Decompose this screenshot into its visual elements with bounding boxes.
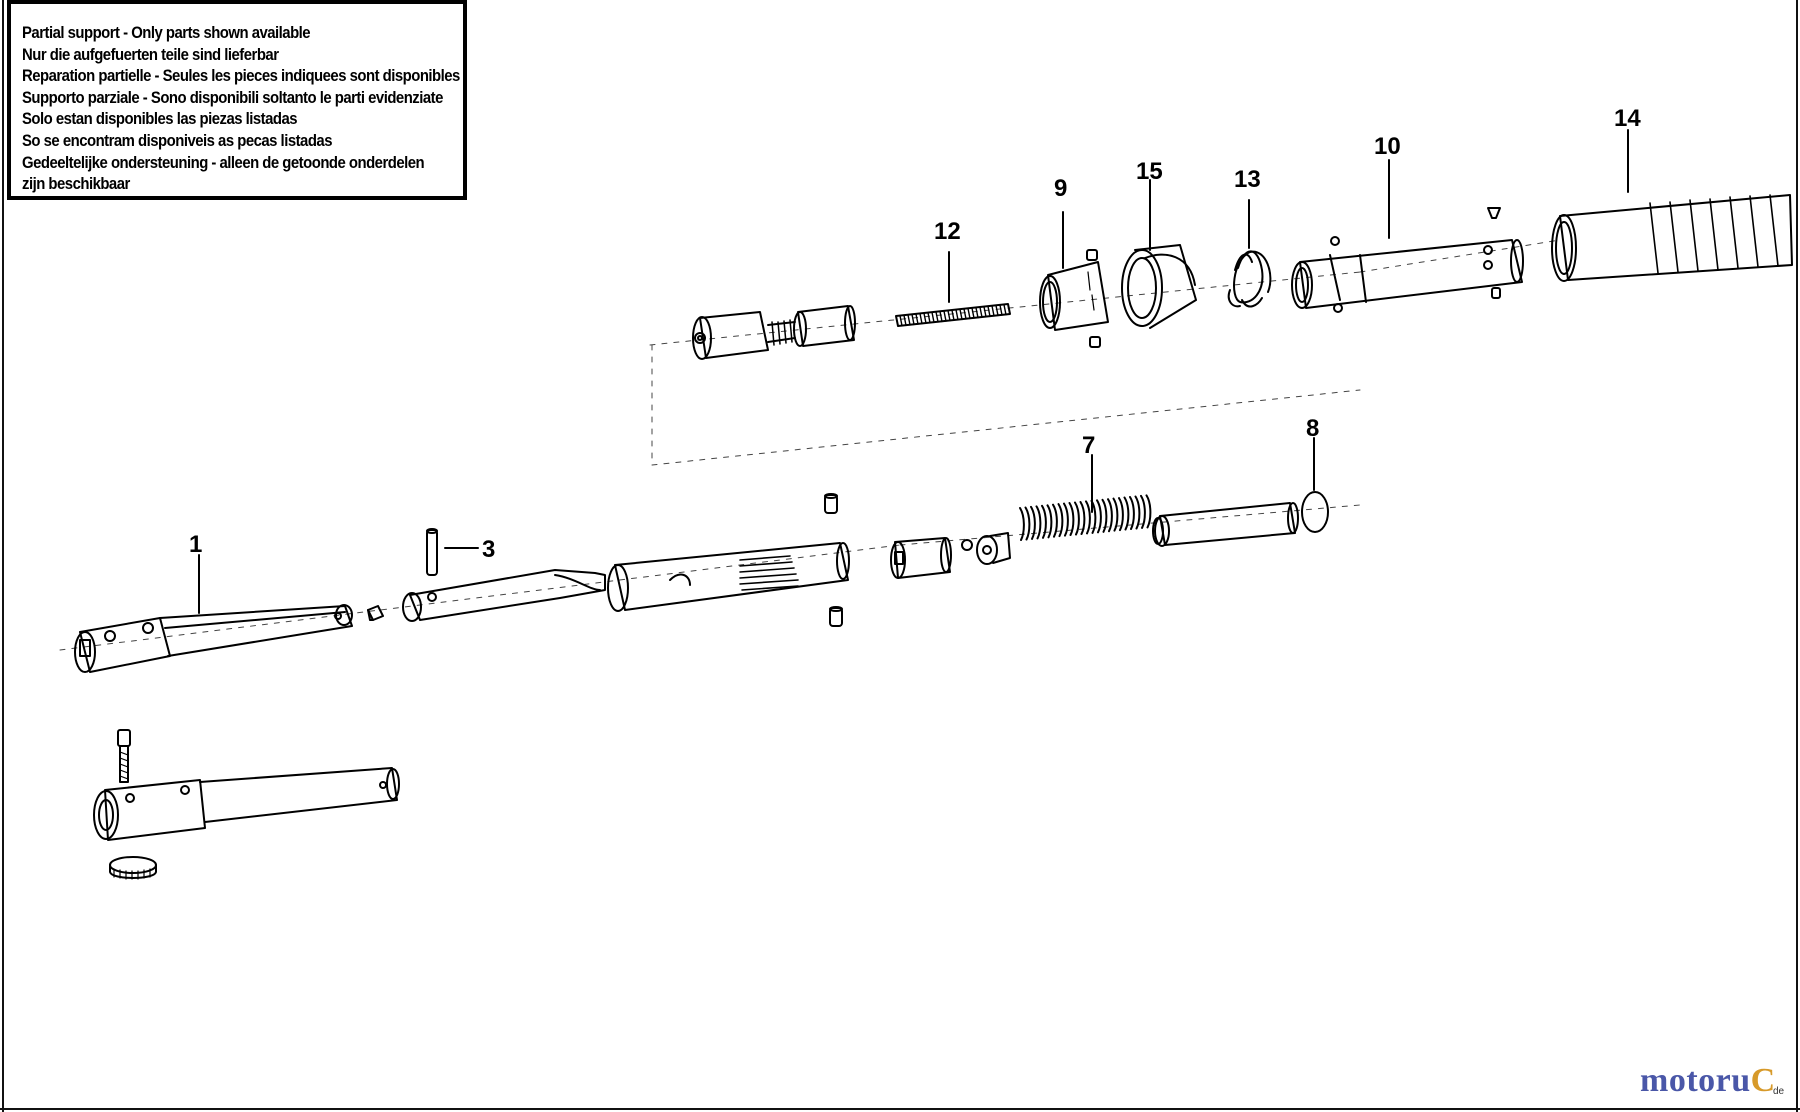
part-15-ring xyxy=(1121,179,1197,329)
watermark-text-orange: C xyxy=(1750,1062,1776,1099)
label-part-9: 9 xyxy=(1054,175,1067,202)
watermark-logo: motoruC xyxy=(1640,1062,1776,1100)
adjuster-assembly xyxy=(692,305,856,360)
small-cylinder-top xyxy=(824,493,838,514)
socket-block xyxy=(890,537,952,579)
handle-tube-front xyxy=(402,569,606,622)
alternate-ratchet-head xyxy=(93,729,400,880)
handle-tube-main xyxy=(607,542,850,612)
frame-border-bottom xyxy=(0,1108,1800,1110)
label-part-1: 1 xyxy=(189,531,202,558)
notice-line: zijn beschikbaar xyxy=(22,175,130,194)
label-part-13: 13 xyxy=(1234,166,1261,193)
notice-line: Partial support - Only parts shown avail… xyxy=(22,24,311,42)
label-part-7: 7 xyxy=(1082,432,1095,459)
square-insert-small xyxy=(367,605,384,621)
inner-tube xyxy=(1152,502,1299,547)
label-part-14: 14 xyxy=(1614,105,1641,132)
notice-line: Supporto parziale - Sono disponibili sol… xyxy=(22,88,443,107)
label-part-3: 3 xyxy=(482,536,495,563)
part-12-threaded-rod xyxy=(895,251,1011,327)
assembly-axis-lines xyxy=(59,239,1561,651)
part-13-coil-spring xyxy=(1227,199,1272,308)
frame-border-left xyxy=(2,0,4,1112)
label-part-10: 10 xyxy=(1374,133,1401,160)
label-part-15: 15 xyxy=(1136,158,1163,185)
notice-line: Solo estan disponibles las piezas listad… xyxy=(22,110,298,129)
small-cylinder-bottom xyxy=(829,606,843,627)
notice-line: Reparation partielle - Seules les pieces… xyxy=(22,67,460,86)
notice-line: Gedeeltelijke ondersteuning - alleen de … xyxy=(22,153,425,172)
frame-border-right xyxy=(1796,0,1798,1112)
part-10-body-tube xyxy=(1291,159,1524,313)
availability-notice: Partial support - Only parts shown avail… xyxy=(7,0,467,200)
label-part-8: 8 xyxy=(1306,415,1319,442)
part-labels: 1 3 7 8 9 10 12 13 14 15 xyxy=(189,105,1641,614)
watermark-suffix: de xyxy=(1773,1086,1785,1097)
part-7-spring xyxy=(1019,454,1152,541)
notice-line: So se encontram disponiveis as pecas lis… xyxy=(22,131,332,150)
ball-bearing xyxy=(961,539,973,551)
part-14-handle-grip xyxy=(1551,129,1793,282)
part-1-ratchet-head xyxy=(74,604,353,673)
notice-line: Nur die aufgefuerten teile sind lieferba… xyxy=(22,45,279,64)
part-9-collar xyxy=(1039,211,1109,348)
watermark-text-blue: motoru xyxy=(1640,1062,1751,1099)
part-8-disc xyxy=(1301,437,1329,533)
spring-cap xyxy=(976,532,1011,565)
part-3-pin xyxy=(426,528,479,576)
label-part-12: 12 xyxy=(934,218,961,245)
